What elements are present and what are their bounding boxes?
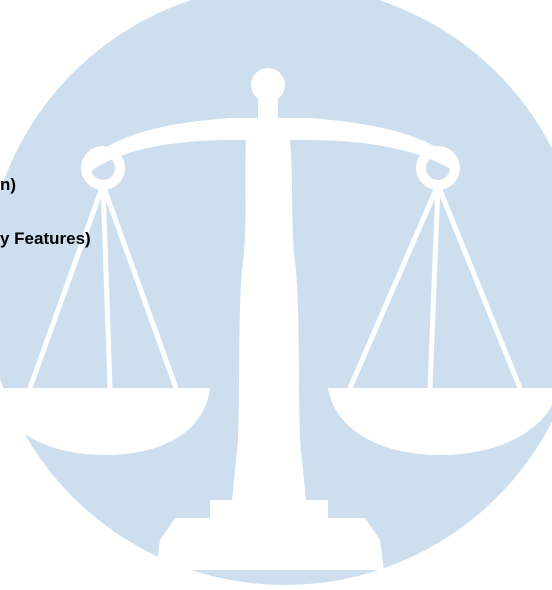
text-fragment-2: y Features) [0,229,91,248]
scales-figure [0,68,552,570]
text-fragment-1: n) [0,175,17,194]
